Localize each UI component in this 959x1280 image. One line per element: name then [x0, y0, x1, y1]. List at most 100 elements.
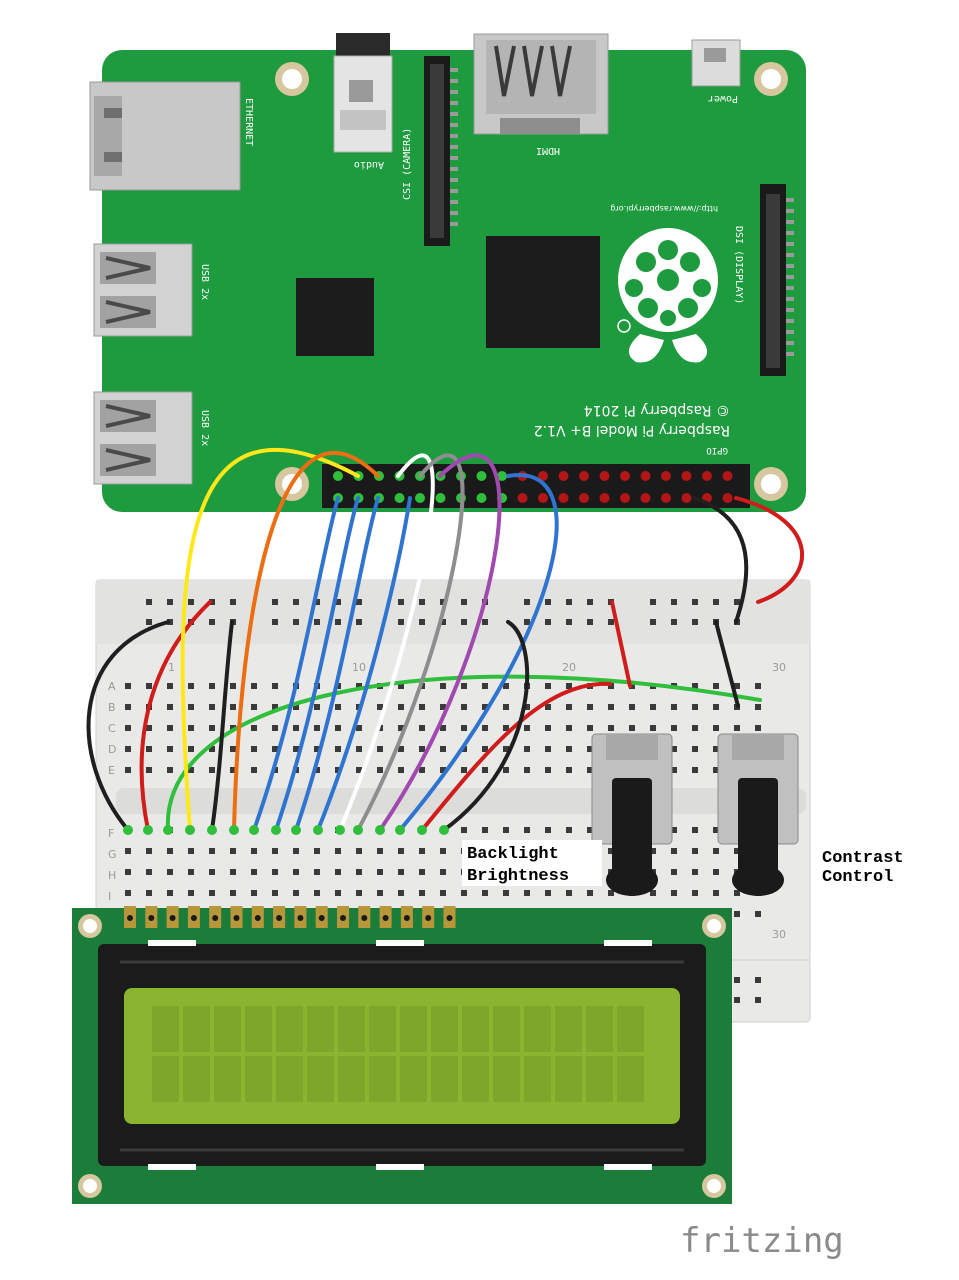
lcd-pin-hole	[190, 915, 197, 921]
raspberry-logo-icon	[617, 228, 718, 363]
csi-pin	[450, 101, 458, 105]
lcd-cell	[338, 1006, 365, 1052]
hdmi-port: HDMI	[473, 33, 609, 156]
dsi-pin	[786, 297, 794, 301]
breadboard-hole	[356, 767, 362, 773]
lcd-cell	[431, 1006, 458, 1052]
lcd-cell	[586, 1056, 613, 1102]
breadboard-hole	[209, 746, 215, 752]
fritzing-logo: fritzing	[680, 1221, 844, 1261]
gpio-pin	[435, 493, 446, 503]
breadboard-hole	[398, 869, 404, 875]
breadboard-hole	[524, 767, 530, 773]
breadboard-hole	[167, 848, 173, 854]
lcd-cell	[183, 1006, 210, 1052]
breadboard-hole	[629, 725, 635, 731]
csi-pin	[450, 178, 458, 182]
gpio-pin	[497, 471, 507, 481]
breadboard-hole	[314, 599, 320, 605]
soc-chip	[486, 236, 600, 348]
breadboard-hole	[692, 827, 698, 833]
wire-blue	[252, 496, 340, 832]
lcd-cell	[400, 1056, 427, 1102]
row-letter: C	[108, 722, 116, 735]
breadboard-hole	[272, 683, 278, 689]
gpio-pin	[476, 471, 487, 481]
breadboard-hole	[146, 890, 152, 896]
breadboard-hole	[314, 619, 320, 625]
lcd-cell	[276, 1056, 303, 1102]
breadboard-hole	[440, 869, 446, 875]
breadboard-hole	[566, 683, 572, 689]
audio-jack: Audio	[333, 33, 393, 170]
breadboard-hole	[566, 599, 572, 605]
ethernet-label: ETHERNET	[243, 98, 254, 146]
breadboard-hole	[146, 725, 152, 731]
breadboard-hole	[587, 599, 593, 605]
backlight-label: Backlight Brightness	[462, 840, 602, 886]
breadboard-hole	[713, 683, 719, 689]
breadboard-hole	[209, 704, 215, 710]
breadboard-hole	[293, 725, 299, 731]
breadboard-hole	[440, 746, 446, 752]
csi-pin	[450, 123, 458, 127]
breadboard-hole	[608, 619, 614, 625]
breadboard-hole	[293, 890, 299, 896]
breadboard-hole	[188, 869, 194, 875]
hdmi-label: HDMI	[536, 145, 560, 156]
breadboard-hole	[125, 746, 131, 752]
breadboard-hole	[545, 890, 551, 896]
breadboard-hole	[524, 890, 530, 896]
breadboard-hole	[440, 619, 446, 625]
lcd-cell	[183, 1056, 210, 1102]
lcd-mounting-holes	[78, 914, 726, 1198]
row-letter: A	[108, 680, 116, 693]
power-port: Power	[691, 39, 741, 104]
dsi-pin	[786, 242, 794, 246]
lcd-cell	[555, 1056, 582, 1102]
breadboard-hole	[440, 890, 446, 896]
breadboard-hole	[125, 848, 131, 854]
breadboard-hole	[671, 599, 677, 605]
url-label: http://www.raspberrypi.org	[610, 204, 718, 213]
breadboard-hole	[671, 704, 677, 710]
breadboard-hole	[503, 767, 509, 773]
breadboard-hole	[272, 869, 278, 875]
jumper-wires	[86, 447, 805, 835]
lcd-pin-hole	[318, 915, 325, 921]
breadboard-hole	[566, 704, 572, 710]
breadboard-hole	[461, 890, 467, 896]
breadboard-hole	[566, 890, 572, 896]
lcd-cell	[245, 1006, 272, 1052]
csi-label: CSI (CAMERA)	[402, 128, 413, 200]
lcd-cell	[555, 1006, 582, 1052]
breadboard-hole	[230, 704, 236, 710]
breadboard-hole	[146, 767, 152, 773]
breadboard-hole	[524, 746, 530, 752]
usb-label-bottom: USB 2x	[199, 410, 210, 446]
breadboard-hole	[440, 725, 446, 731]
lcd-module	[72, 906, 732, 1204]
breadboard-hole	[503, 683, 509, 689]
breadboard-hole	[272, 848, 278, 854]
breadboard-hole	[650, 890, 656, 896]
lcd-cell	[493, 1006, 520, 1052]
lcd-cell	[245, 1056, 272, 1102]
lcd-cell	[431, 1056, 458, 1102]
breadboard-hole	[314, 725, 320, 731]
breadboard-hole	[692, 704, 698, 710]
column-number: 30	[772, 661, 786, 674]
backlight-potentiometer	[591, 733, 673, 896]
raspberry-pi-board: ETHERNET USB 2x USB 2x Audio	[89, 33, 806, 512]
breadboard-hole	[230, 767, 236, 773]
breadboard-hole	[755, 997, 761, 1003]
breadboard-hole	[587, 767, 593, 773]
breadboard-hole	[734, 848, 740, 854]
breadboard-hole	[230, 746, 236, 752]
breadboard-hole	[503, 746, 509, 752]
lcd-cell	[524, 1056, 551, 1102]
breadboard-hole	[545, 599, 551, 605]
breadboard-hole	[293, 746, 299, 752]
breadboard-hole	[734, 683, 740, 689]
